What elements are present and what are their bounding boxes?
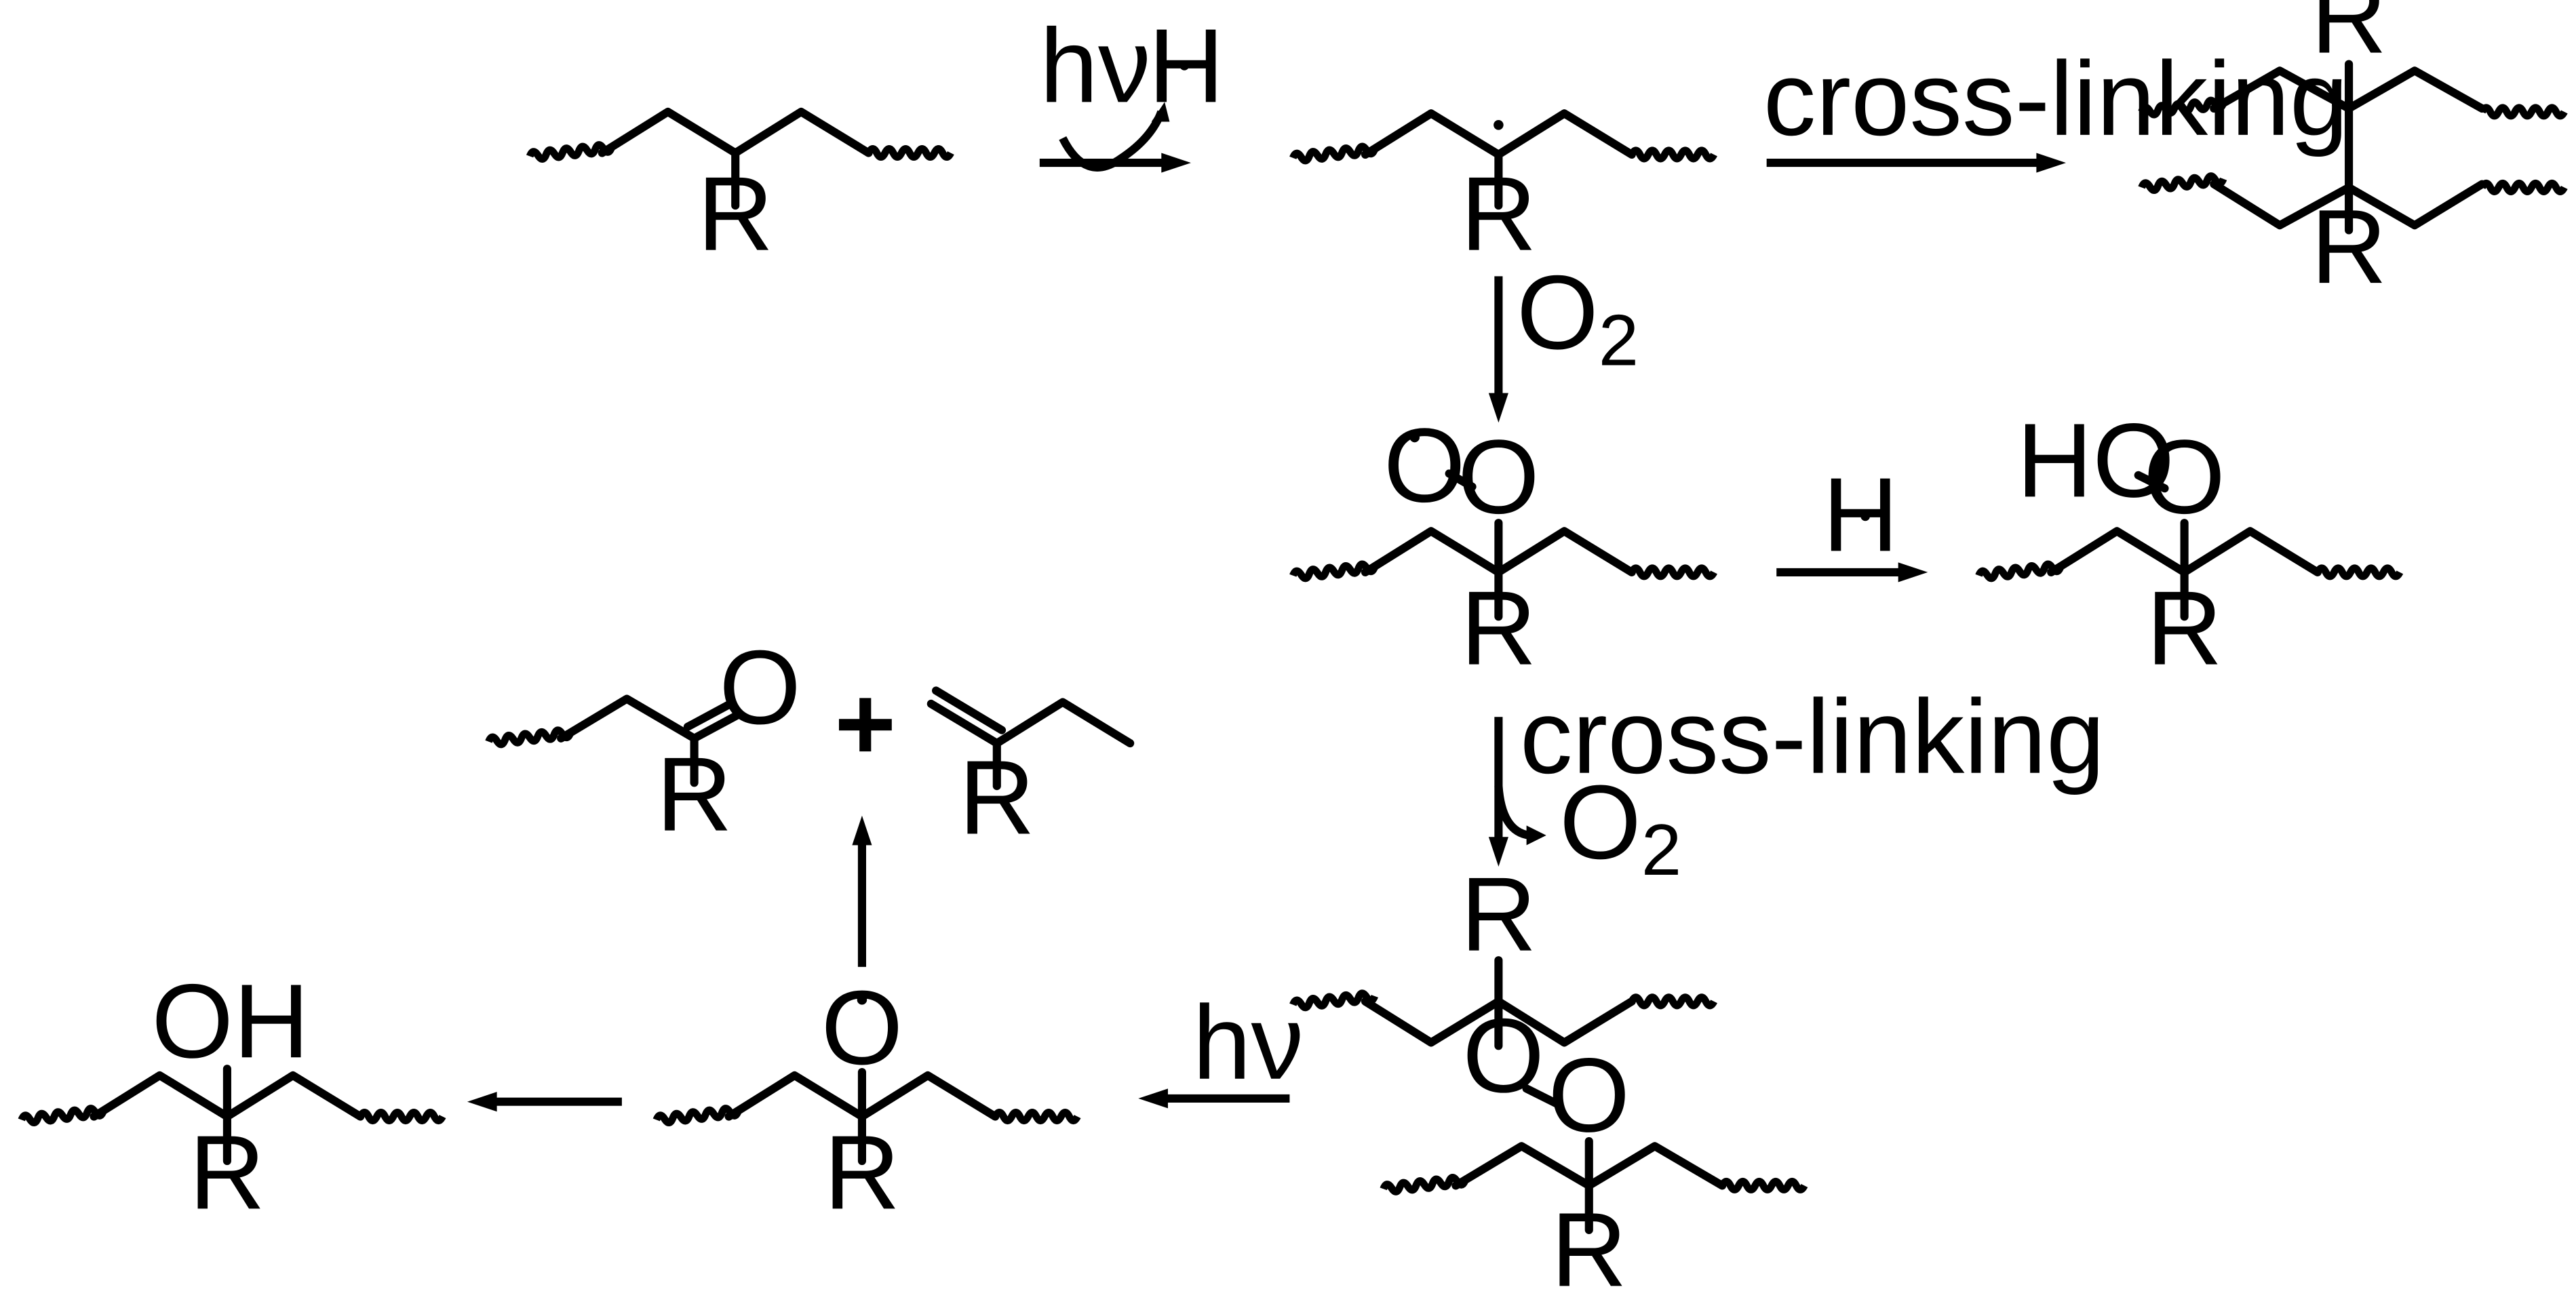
arrowhead	[1138, 1088, 1168, 1109]
double-bond	[926, 699, 1001, 748]
alkene-product: R	[926, 686, 1135, 856]
backbone-chain	[598, 107, 873, 157]
curved-arrow	[1494, 785, 1531, 839]
oxygen-atom: O	[1458, 418, 1540, 536]
carbon-radical: R	[1293, 109, 1714, 273]
radical-dot	[1409, 432, 1420, 443]
wavy-bond-right	[360, 1112, 442, 1120]
wavy-bond	[2482, 183, 2564, 191]
step-h-abstraction-alkoxy	[467, 1092, 622, 1112]
double-bond-second	[931, 686, 1007, 734]
step-cross-linking-2: cross-linking O2	[1488, 678, 2105, 890]
r-group: R	[824, 1113, 900, 1231]
r-group: R	[959, 738, 1035, 856]
arrowhead	[2036, 153, 2067, 173]
ketone-product: O R	[488, 629, 801, 853]
oxygen-atom-top: O	[1462, 997, 1544, 1114]
arrowhead	[1898, 562, 1928, 582]
arrowhead	[1488, 837, 1508, 867]
arrowhead	[467, 1092, 497, 1112]
h-radical-label: H	[1822, 456, 1898, 573]
wavy-bond-right	[1632, 151, 1714, 159]
step-beta-scission	[852, 815, 872, 967]
r-group-top: R	[1460, 856, 1536, 973]
plus-sign: +	[834, 665, 896, 782]
oxygen-atom: O	[2143, 418, 2225, 536]
arrowhead	[852, 815, 872, 846]
curved-arrowhead	[1151, 102, 1170, 122]
r-group: R	[697, 155, 773, 273]
step-photoabstraction: hν H	[1040, 7, 1224, 173]
carbonyl-bond-second	[683, 699, 735, 731]
wavy-bond-right	[1632, 568, 1714, 576]
alkyl-chain	[557, 694, 699, 743]
step-h-abstraction: H	[1776, 456, 1928, 582]
hv-label: hν	[1040, 7, 1151, 124]
alcohol-product: OH R	[21, 962, 442, 1231]
radical-dot	[1494, 120, 1504, 130]
r-group-bottom: R	[1551, 1191, 1627, 1304]
o2-label: O2	[1559, 764, 1681, 890]
cross-linking-label: cross-linking	[1520, 678, 2105, 795]
wavy-bond-right	[2318, 568, 2400, 576]
o-o-bond	[1522, 1084, 1564, 1109]
hv-label: hν	[1192, 984, 1304, 1101]
arrowhead	[1488, 393, 1508, 423]
wavy-bond-right	[869, 149, 951, 157]
step-cross-linking-1: cross-linking	[1763, 40, 2348, 173]
alkyl-chain	[992, 698, 1135, 748]
o-o-bond	[1445, 469, 1477, 491]
carbonyl-oxygen: O	[719, 629, 801, 746]
backbone-chain	[1361, 109, 1636, 159]
peroxide-cross-link: R O O R	[1293, 856, 1805, 1304]
alkoxy-radical: O R	[656, 969, 1077, 1231]
r-group: R	[657, 736, 733, 853]
o-o-bond	[2134, 471, 2169, 493]
radical-dot	[857, 995, 867, 1005]
curved-arrow	[1059, 110, 1165, 172]
wavy-bond	[1722, 1181, 1804, 1189]
hydroxyl-group: OH	[151, 962, 309, 1080]
radical-dot	[1860, 511, 1870, 521]
o2-label: O2	[1517, 254, 1639, 380]
hydroperoxide: HO O R	[1978, 401, 2400, 687]
cross-linked-dimer: R R	[2141, 0, 2564, 305]
hydroxyl-group: HO	[2016, 401, 2174, 519]
oxygen-atom-bottom: O	[1548, 1036, 1630, 1153]
wavy-bond	[2482, 108, 2564, 116]
r-group: R	[2147, 570, 2223, 687]
oxygen-atom-terminal: O	[1384, 407, 1466, 524]
oxygen-atom: O	[821, 969, 903, 1086]
curved-arrowhead	[1526, 825, 1546, 846]
step-oxygen-addition: O2	[1488, 254, 1639, 423]
r-group: R	[189, 1113, 265, 1231]
radical-dot	[1179, 61, 1190, 71]
r-group: R	[1460, 570, 1536, 687]
r-group-bottom: R	[2311, 188, 2387, 305]
step-photolysis: hν	[1138, 984, 1304, 1109]
wavy-bond	[1632, 997, 1714, 1006]
r-group: R	[1460, 155, 1536, 273]
arrowhead	[1161, 153, 1191, 173]
carbonyl-bond	[690, 711, 741, 743]
polymer-start: R	[529, 107, 951, 273]
peroxy-radical: O O R	[1293, 407, 1714, 687]
wavy-bond-right	[995, 1112, 1077, 1120]
cross-linking-label: cross-linking	[1763, 40, 2348, 157]
